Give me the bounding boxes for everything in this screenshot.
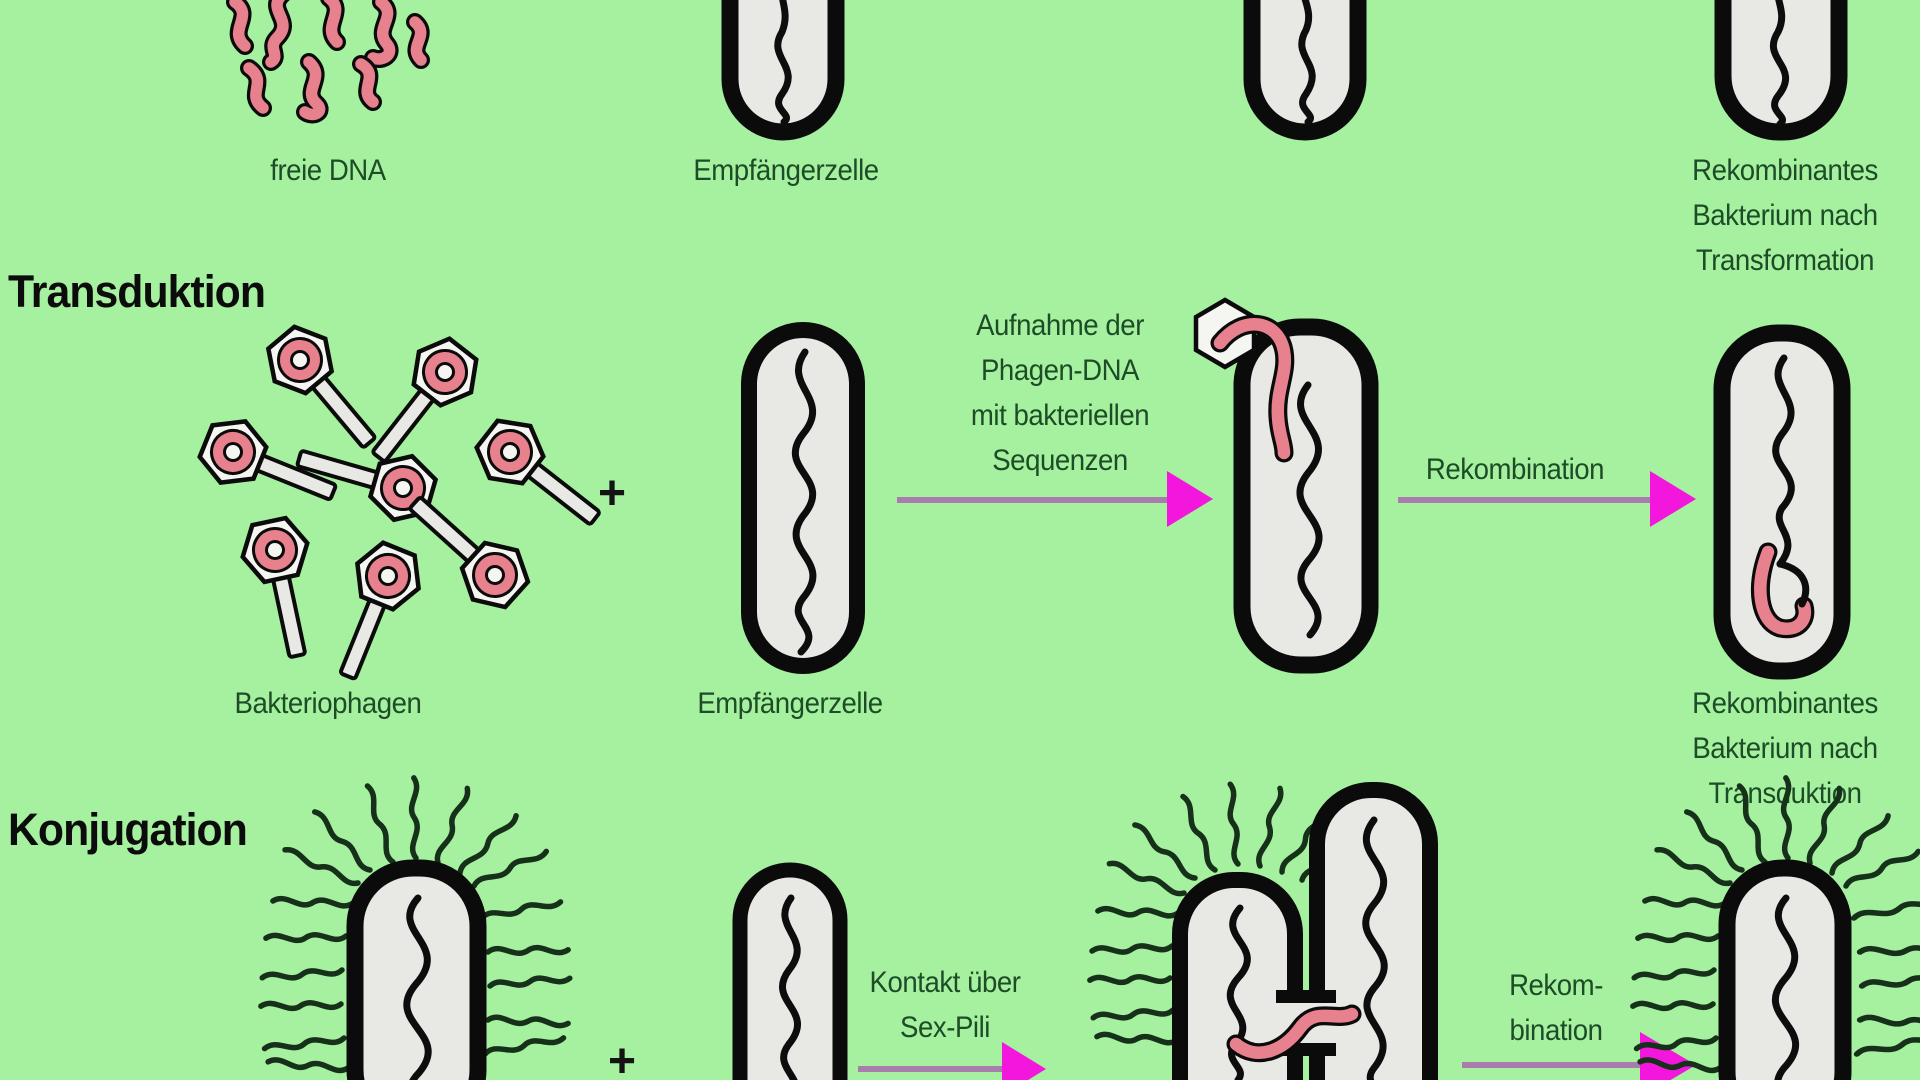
bacterium-infected-icon: [1193, 297, 1379, 674]
bacterium-recipient-transformation-icon: [721, 0, 845, 141]
contact-label: Kontakt über Sex-Pili: [816, 960, 1074, 1050]
bacterium-result-transformation-icon: [1714, 0, 1848, 141]
bacterium-recipient-conjugation-icon: [732, 862, 848, 1080]
label-line: mit bakteriellen: [970, 399, 1150, 432]
uptake-label: Aufnahme der Phagen-DNA mit bakteriellen…: [931, 303, 1189, 483]
label-line: bination: [1509, 1014, 1603, 1047]
transduction-heading: Transduktion: [8, 266, 266, 317]
arrow-shaft-recombination: [1398, 497, 1652, 503]
label-line: Bakterium nach: [1692, 732, 1878, 765]
label-line: Transformation: [1695, 244, 1875, 277]
plus-sign-transduction: +: [597, 467, 627, 520]
label-line: Sex-Pili: [900, 1011, 990, 1044]
recipient-label-transformation: Empfängerzelle: [693, 154, 879, 187]
bacterium-result-transduction-icon: [1713, 324, 1851, 680]
plus-sign-conjugation: +: [607, 1035, 637, 1080]
arrow-head-contact-icon: [1002, 1042, 1046, 1080]
label-line: Aufnahme der: [976, 309, 1144, 342]
free-dna-icon: [226, 0, 430, 124]
label-line: Phagen-DNA: [980, 354, 1140, 387]
bacterium-donor-conjugation-icon: [258, 828, 558, 1080]
label-line: Sequenzen: [992, 444, 1128, 477]
arrow-shaft-recombination-conjugation: [1462, 1062, 1642, 1068]
label-line: Bakterium nach: [1692, 199, 1878, 232]
label-line: Rekombinantes: [1692, 154, 1878, 187]
label-line: Kontakt über: [869, 966, 1021, 999]
bacteriophages-icon: [155, 318, 565, 658]
bacterium-transformed-icon: [1243, 0, 1367, 141]
bacteriophages-label: Bakteriophagen: [234, 687, 422, 720]
bacterium-recipient-transduction-icon: [741, 322, 865, 674]
label-line: Rekombinantes: [1692, 687, 1878, 720]
arrow-shaft-uptake: [897, 497, 1169, 503]
recombination-label-transduction: Rekombination: [1425, 453, 1605, 486]
recipient-label-transduction: Empfängerzelle: [697, 687, 883, 720]
result-label-transformation: Rekombinantes Bakterium nach Transformat…: [1656, 148, 1914, 283]
recombination-label-conjugation: Rekom- bination: [1427, 963, 1685, 1053]
arrow-head-recombination-icon: [1650, 471, 1696, 527]
arrow-shaft-contact: [858, 1066, 1004, 1072]
bacteria-mating-pair-icon: [1090, 778, 1438, 1080]
conjugation-heading: Konjugation: [8, 804, 248, 855]
bacterium-result-conjugation-icon: [1598, 828, 1920, 1080]
label-line: Rekom-: [1509, 969, 1603, 1002]
free-dna-label: freie DNA: [270, 154, 386, 187]
arrow-head-uptake-icon: [1167, 471, 1213, 527]
